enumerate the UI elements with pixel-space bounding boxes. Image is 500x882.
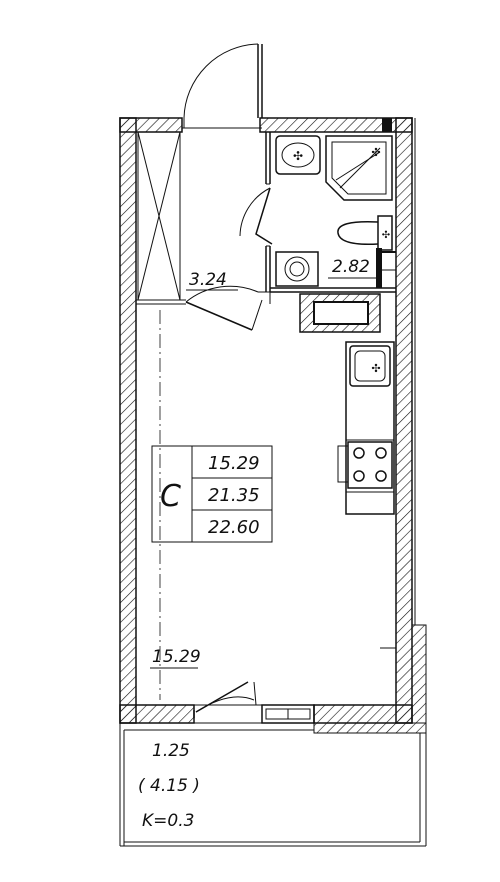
area-table [151,445,273,543]
exterior-walls [119,117,427,734]
balcony-window [261,704,315,724]
balcony-full-area-label: ( 4.15 ) [138,776,200,796]
balcony-area-label: 1.25 [152,741,190,761]
balcony-coefficient-label: K=0.3 [142,811,194,831]
kitchen-column [299,248,396,333]
bathroom-walls [239,132,396,293]
main-room-area-label: 15.29 [152,647,201,667]
toilet: ✣ [337,215,393,251]
wardrobe [137,131,181,301]
bathroom-area-label: 2.82 [332,257,370,277]
kitchen-counter [345,341,395,515]
total-area-value: 21.35 [208,485,260,506]
inner-wall-lines [135,118,416,705]
hall-area-label: 3.24 [189,270,227,290]
living-area-value: 15.29 [208,453,260,474]
svg-text:✣: ✣ [293,149,303,163]
bathroom-sink: ✣ [275,135,321,175]
axis-lines [159,310,396,700]
washing-machine [275,251,319,287]
svg-text:✣: ✣ [371,362,380,375]
shower-cabin: ✣ [325,135,393,201]
apartment-type-label: C [160,479,181,514]
hall-partition [136,285,271,331]
svg-text:✣: ✣ [371,146,380,159]
kitchen-sink: ✣ [349,345,391,387]
entrance-door [182,43,263,129]
balcony-door [193,681,262,724]
total-with-balcony-value: 22.60 [208,517,260,538]
svg-text:✣: ✣ [382,230,390,241]
balcony-outline [119,723,427,847]
kitchen-stove [337,441,393,489]
